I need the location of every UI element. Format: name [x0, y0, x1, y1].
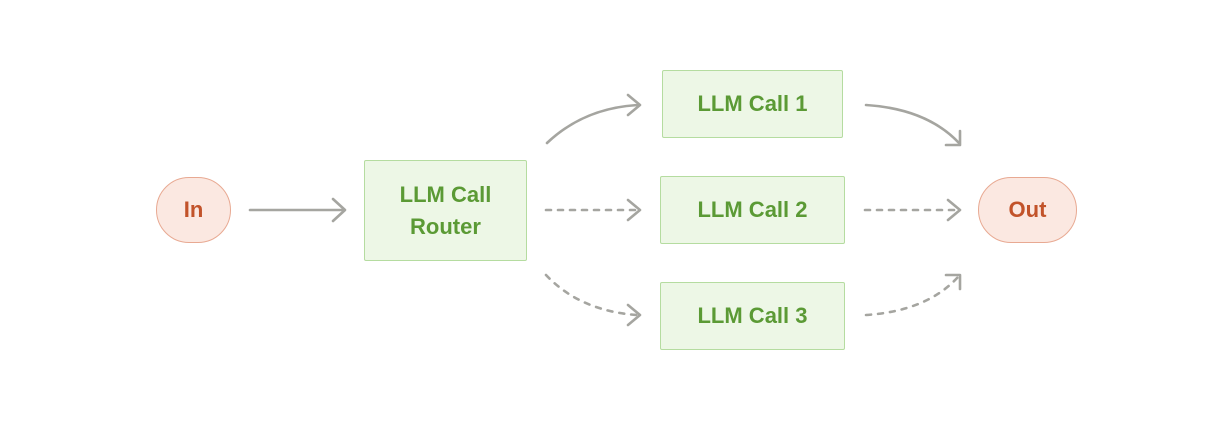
- edge-call-3-to-out: [864, 273, 962, 317]
- edge-router-to-call-1: [545, 93, 642, 145]
- edge-router-to-call-2: [544, 198, 642, 222]
- edge-router-to-call-3: [544, 273, 642, 327]
- node-in-label: In: [183, 197, 204, 222]
- node-out: Out: [978, 177, 1077, 243]
- node-llm-call-router: LLM Call Router: [364, 160, 527, 261]
- node-llm-call-2: LLM Call 2: [660, 176, 845, 244]
- node-llm-call-3-label: LLM Call 3: [697, 303, 808, 328]
- edge-in-to-router: [248, 197, 347, 223]
- node-in: In: [156, 177, 231, 243]
- node-out-label: Out: [1008, 197, 1047, 222]
- node-llm-call-router-label: LLM Call Router: [399, 181, 492, 239]
- edge-call-1-to-out: [864, 103, 962, 147]
- edge-call-2-to-out: [863, 198, 962, 222]
- node-llm-call-1: LLM Call 1: [662, 70, 843, 138]
- node-llm-call-3: LLM Call 3: [660, 282, 845, 350]
- node-llm-call-1-label: LLM Call 1: [697, 91, 808, 116]
- node-llm-call-2-label: LLM Call 2: [697, 197, 808, 222]
